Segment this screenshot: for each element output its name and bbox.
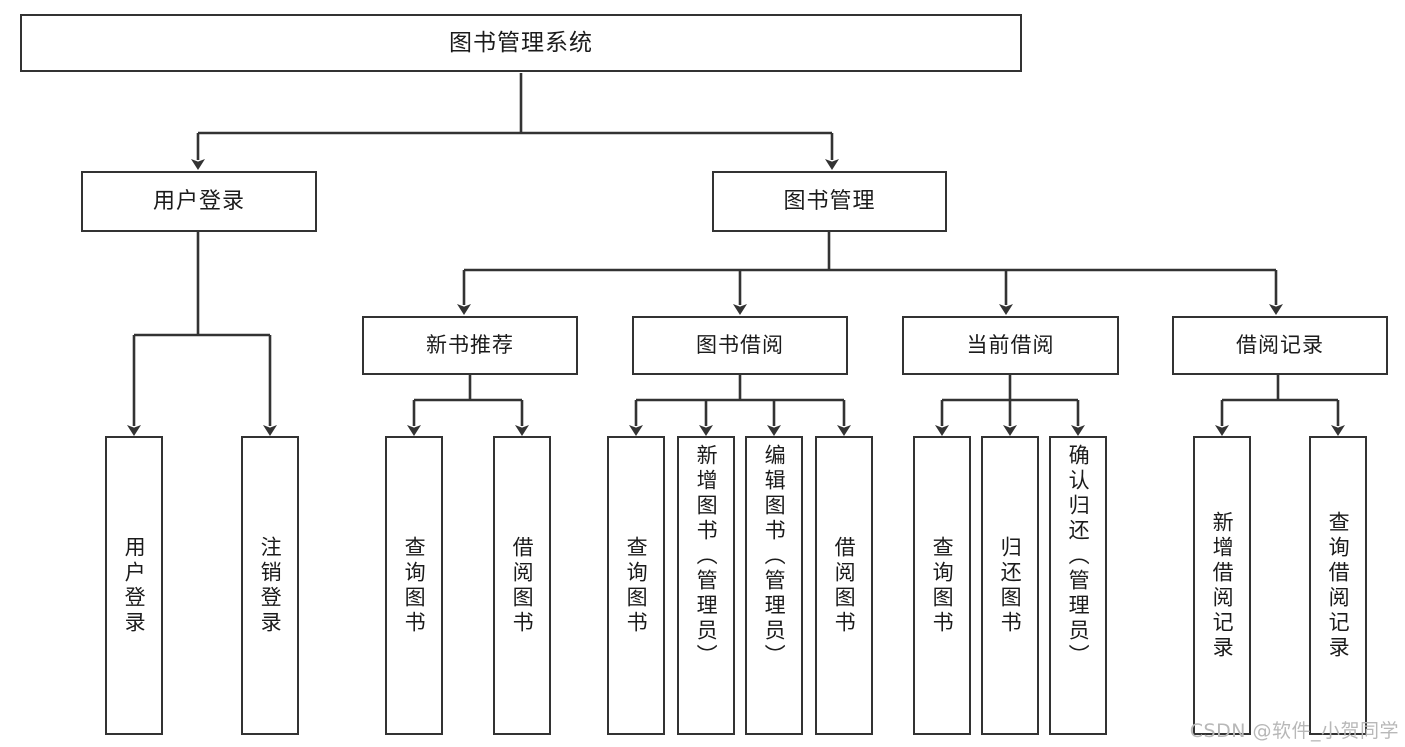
leaf-borrow-edit-book[interactable]: 编辑图书（管理员） <box>745 436 803 735</box>
leaf-newbook-query-book[interactable]: 查询图书 <box>385 436 443 735</box>
leaf-borrow-add-book[interactable]: 新增图书（管理员） <box>677 436 735 735</box>
leaf-logout-label: 注销登录 <box>258 535 283 636</box>
node-book-borrow[interactable]: 图书借阅 <box>632 316 848 375</box>
node-root-label: 图书管理系统 <box>449 29 593 56</box>
node-root[interactable]: 图书管理系统 <box>20 14 1022 72</box>
leaf-user-login-label: 用户登录 <box>122 535 147 636</box>
leaf-current-query-book[interactable]: 查询图书 <box>913 436 971 735</box>
node-user-login[interactable]: 用户登录 <box>81 171 317 232</box>
node-borrow-record-label: 借阅记录 <box>1236 333 1324 358</box>
leaf-current-return-book-label: 归还图书 <box>998 535 1023 636</box>
leaf-record-query-label: 查询借阅记录 <box>1326 510 1351 661</box>
watermark: CSDN @软件_小贺同学 <box>1189 720 1399 742</box>
leaf-borrow-query-book-label: 查询图书 <box>624 535 649 636</box>
leaf-borrow-borrow-book-label: 借阅图书 <box>832 535 857 636</box>
leaf-borrow-borrow-book[interactable]: 借阅图书 <box>815 436 873 735</box>
leaf-newbook-query-book-label: 查询图书 <box>402 535 427 636</box>
leaf-current-query-book-label: 查询图书 <box>930 535 955 636</box>
node-borrow-record[interactable]: 借阅记录 <box>1172 316 1388 375</box>
leaf-current-confirm-return[interactable]: 确认归还（管理员） <box>1049 436 1107 735</box>
leaf-record-add[interactable]: 新增借阅记录 <box>1193 436 1251 735</box>
leaf-borrow-edit-book-label: 编辑图书（管理员） <box>762 444 787 669</box>
leaf-borrow-add-book-label: 新增图书（管理员） <box>694 444 719 669</box>
node-new-book-recommend-label: 新书推荐 <box>426 333 514 358</box>
leaf-newbook-borrow-book[interactable]: 借阅图书 <box>493 436 551 735</box>
leaf-newbook-borrow-book-label: 借阅图书 <box>510 535 535 636</box>
node-new-book-recommend[interactable]: 新书推荐 <box>362 316 578 375</box>
node-current-borrow-label: 当前借阅 <box>966 333 1055 358</box>
node-book-borrow-label: 图书借阅 <box>696 333 784 358</box>
node-current-borrow[interactable]: 当前借阅 <box>902 316 1119 375</box>
node-user-login-label: 用户登录 <box>152 188 245 214</box>
leaf-user-login[interactable]: 用户登录 <box>105 436 163 735</box>
leaf-record-add-label: 新增借阅记录 <box>1210 510 1235 661</box>
leaf-current-confirm-return-label: 确认归还（管理员） <box>1066 444 1091 669</box>
leaf-record-query[interactable]: 查询借阅记录 <box>1309 436 1367 735</box>
node-book-manage[interactable]: 图书管理 <box>712 171 947 232</box>
leaf-current-return-book[interactable]: 归还图书 <box>981 436 1039 735</box>
node-book-manage-label: 图书管理 <box>783 188 876 214</box>
leaf-logout[interactable]: 注销登录 <box>241 436 299 735</box>
leaf-borrow-query-book[interactable]: 查询图书 <box>607 436 665 735</box>
